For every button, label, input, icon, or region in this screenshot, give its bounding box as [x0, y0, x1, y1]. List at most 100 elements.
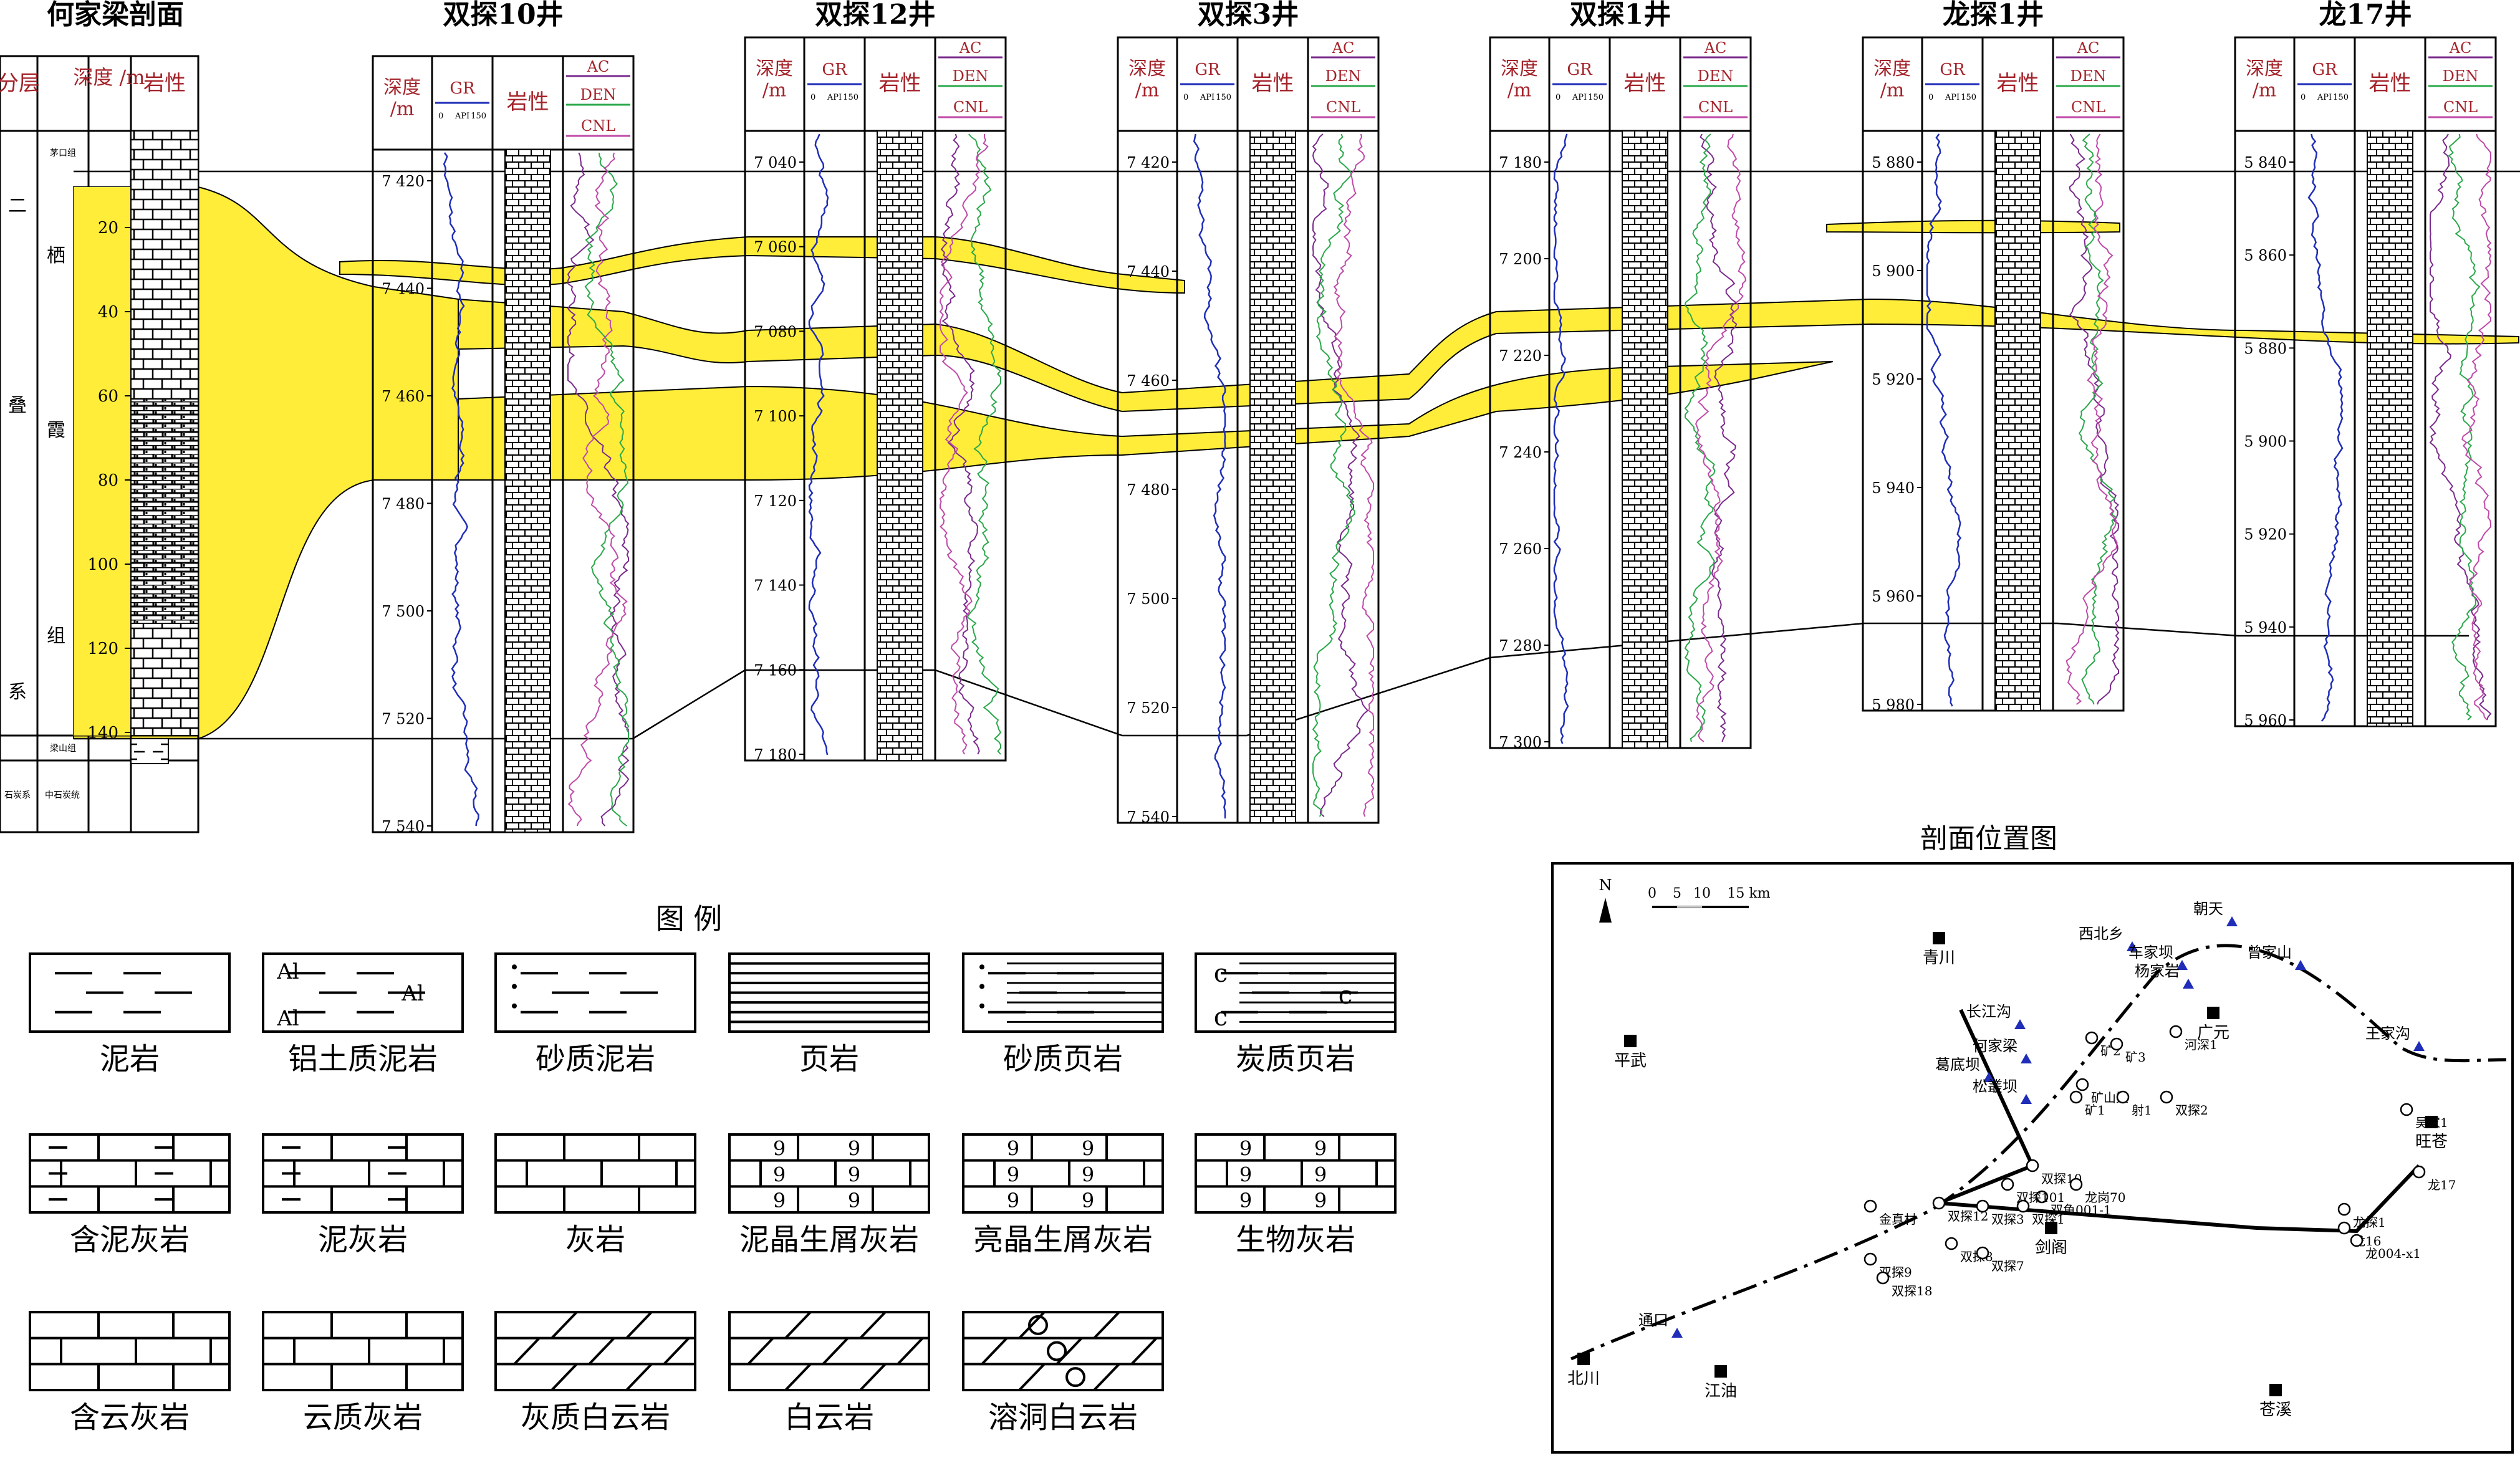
strat-die: 叠	[8, 395, 27, 416]
map-well: 双探1	[2016, 1199, 2065, 1227]
map-city: 旺苍	[2415, 1116, 2448, 1151]
strat-xia: 霞	[47, 420, 65, 441]
map-well: 龙探1	[2337, 1202, 2386, 1230]
depth-tick-label: 7 220	[1499, 347, 1542, 365]
map-well: 金真村	[1864, 1199, 1916, 1227]
gr-header: GR	[450, 79, 476, 98]
legend-label: 含云灰岩	[70, 1400, 190, 1435]
svg-text:杨家岩: 杨家岩	[2135, 962, 2180, 980]
svg-text:9: 9	[1314, 1163, 1327, 1186]
gr-scale-max: 150	[1588, 93, 1604, 102]
map-well: 双探18	[1876, 1271, 1932, 1298]
legend-item: 云质灰岩	[262, 1311, 464, 1435]
svg-text:N: N	[1599, 876, 1612, 894]
svg-text:c: c	[1214, 959, 1228, 988]
north-arrow-icon: N	[1599, 876, 1612, 923]
fault-boundary	[1570, 944, 2507, 1361]
svg-text:西北乡: 西北乡	[2079, 925, 2123, 942]
ac-header: AC	[1704, 39, 1727, 57]
svg-text:9: 9	[848, 1137, 860, 1161]
well-name: 双探10井	[443, 0, 563, 31]
map-well: 河深1	[2169, 1025, 2218, 1052]
ac-header: AC	[2449, 39, 2472, 57]
gr-header: GR	[822, 60, 848, 79]
svg-text:Al: Al	[276, 959, 299, 984]
depth-tick-label: 7 260	[1499, 540, 1542, 558]
ac-header: AC	[587, 58, 610, 75]
legend-label: 炭质页岩	[1236, 1042, 1355, 1077]
depth-tick-label: 5 960	[1872, 588, 1915, 605]
depth-tick-label: 120	[87, 640, 118, 658]
svg-text:9: 9	[773, 1163, 786, 1186]
legend-label: 铝土质泥岩	[288, 1042, 438, 1077]
strat-zhong: 中石炭统	[45, 790, 80, 800]
depth-header: 深度/m	[756, 58, 793, 102]
svg-text:0: 0	[1648, 886, 1657, 901]
legend-label: 页岩	[799, 1042, 859, 1077]
map-well: 双探12	[1932, 1196, 1988, 1224]
depth-header: 深度/m	[2246, 58, 2283, 102]
depth-tick-label: 7 060	[754, 239, 797, 256]
svg-text:9: 9	[1007, 1189, 1019, 1212]
depth-tick-label: 5 840	[2244, 154, 2287, 171]
map-well: 双探2	[2160, 1090, 2208, 1118]
svg-text:c: c	[1339, 981, 1352, 1010]
depth-tick-label: 7 460	[382, 388, 425, 405]
depth-tick-label: 5 920	[2244, 526, 2287, 544]
lith-header: 岩性	[507, 90, 549, 115]
cnl-header: CNL	[2443, 98, 2478, 116]
depth-tick-label: 5 960	[2244, 712, 2287, 729]
gr-scale-unit: API	[1200, 93, 1214, 102]
legend-label: 灰质白云岩	[521, 1400, 670, 1435]
correlation-lines	[74, 170, 2520, 740]
well-name: 龙探1井	[1943, 0, 2044, 31]
depth-tick-label: 7 280	[1499, 637, 1542, 655]
svg-text:9: 9	[1082, 1137, 1094, 1161]
svg-text:旺苍: 旺苍	[2415, 1133, 2448, 1151]
map-city: 青川	[1923, 932, 1955, 967]
depth-tick-label: 7 520	[1127, 699, 1170, 717]
depth-tick-label: 7 100	[754, 408, 797, 425]
svg-text:双探1: 双探1	[2032, 1212, 2065, 1227]
den-header: DEN	[580, 86, 617, 103]
legend-item: 泥灰岩	[262, 1133, 464, 1257]
svg-text:车家坝: 车家坝	[2128, 944, 2173, 961]
strat-qi: 栖	[47, 245, 65, 267]
gr-scale-min: 0	[1183, 93, 1188, 102]
svg-text:9: 9	[773, 1189, 786, 1212]
gr-scale-unit: API	[454, 112, 469, 121]
gr-scale-max: 150	[471, 112, 486, 121]
map-outcrop: 朝天	[2193, 900, 2238, 926]
svg-text:龙004-x1: 龙004-x1	[2365, 1246, 2421, 1261]
strat-zu: 组	[47, 625, 65, 647]
gr-scale-unit: API	[2317, 93, 2332, 102]
den-header: DEN	[953, 67, 989, 85]
svg-text:9: 9	[1239, 1189, 1252, 1212]
svg-text:c: c	[1214, 1003, 1228, 1032]
svg-text:吴家1: 吴家1	[2415, 1115, 2448, 1130]
legend-label: 生物灰岩	[1236, 1222, 1355, 1257]
hejialiang-layer-header: 分层	[0, 71, 40, 96]
svg-text:5: 5	[1673, 886, 1681, 901]
map-well: 射1	[2116, 1090, 2152, 1118]
cnl-header: CNL	[953, 98, 988, 116]
depth-tick-label: 5 900	[2244, 433, 2287, 451]
depth-tick-label: 7 540	[382, 818, 425, 835]
den-header: DEN	[2443, 67, 2479, 85]
svg-text:矿1: 矿1	[2085, 1103, 2105, 1118]
svg-text:何家梁: 何家梁	[1973, 1037, 2017, 1055]
den-header: DEN	[1325, 67, 1362, 85]
map-outcrop: 车家坝	[2128, 944, 2188, 970]
depth-tick-label: 100	[87, 555, 118, 574]
map-outcrop: 何家梁	[1973, 1037, 2032, 1063]
svg-text:北川: 北川	[1567, 1369, 1600, 1388]
svg-text:9: 9	[1007, 1137, 1019, 1161]
map-city: 苍溪	[2259, 1384, 2292, 1419]
map-well: 双鱼001-1	[2035, 1190, 2112, 1217]
svg-text:江油: 江油	[1705, 1382, 1737, 1401]
svg-text:平武: 平武	[1614, 1052, 1647, 1070]
